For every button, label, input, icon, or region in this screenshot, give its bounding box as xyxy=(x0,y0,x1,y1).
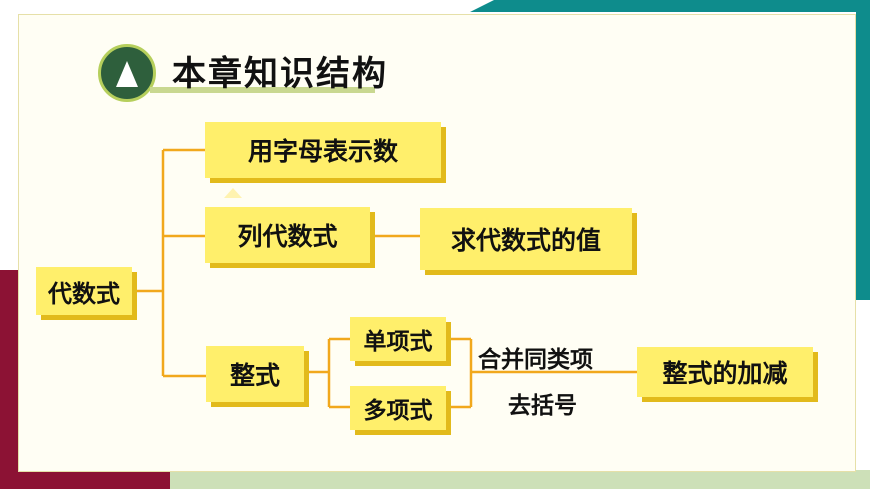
node-polynomial-expression: 整式 xyxy=(206,346,304,402)
node-polynomial: 多项式 xyxy=(350,386,446,430)
node-evaluate-expression: 求代数式的值 xyxy=(420,208,632,270)
section-badge xyxy=(98,44,156,102)
title-underline xyxy=(150,87,375,93)
node-monomial: 单项式 xyxy=(350,317,446,361)
label-combine-like-terms: 合并同类项 xyxy=(478,347,593,373)
teal-right-bar xyxy=(856,0,870,300)
triangle-icon xyxy=(116,61,138,87)
green-bottom-band xyxy=(170,470,870,489)
crimson-bottom-band xyxy=(0,470,200,489)
node-letters-for-numbers: 用字母表示数 xyxy=(205,122,441,178)
small-triangle-marker xyxy=(224,188,242,198)
page-title: 本章知识结构 xyxy=(172,54,388,94)
node-add-subtract-polynomials: 整式的加减 xyxy=(637,347,813,397)
teal-corner-band xyxy=(470,0,870,12)
crimson-left-bar xyxy=(0,270,18,489)
label-remove-brackets: 去括号 xyxy=(508,393,577,419)
node-algebraic-expression: 代数式 xyxy=(36,267,132,315)
node-write-expressions: 列代数式 xyxy=(205,207,370,263)
